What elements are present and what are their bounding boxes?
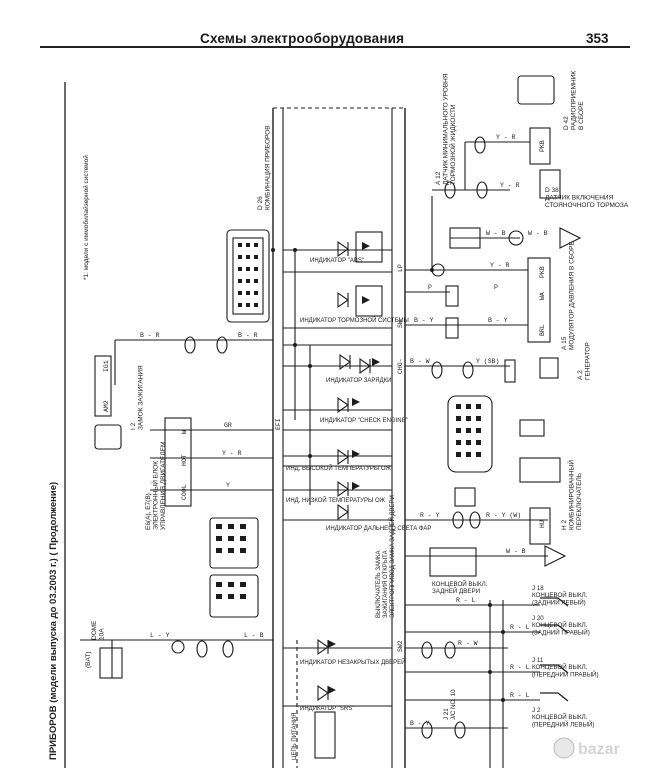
pin-pkb: PKB: [539, 266, 546, 278]
page-number: 353: [586, 31, 609, 46]
wire-p: P: [428, 284, 432, 291]
pin-ig1: IG1: [103, 360, 110, 372]
pin-efi: EFI: [275, 418, 282, 430]
wire-b-r: B - R: [140, 332, 160, 339]
indicator-abs: ИНДИКАТОР "ABS": [310, 258, 364, 264]
wire-b-y: B - Y: [414, 317, 434, 324]
pin-lp: LP: [397, 264, 404, 272]
label-bat: (BAT): [85, 652, 92, 669]
indicator-check-engine: ИНДИКАТОР "CHECK ENGINE": [320, 418, 408, 424]
indicator-high-temp: ИНД. ВЫСОКОЙ ТЕМПЕРАТУРЫ ОЖ: [286, 464, 391, 472]
wire-y-r-mid: Y - R: [500, 182, 520, 189]
pin-hot: HOT: [181, 454, 188, 466]
wire-gr: GR: [224, 422, 232, 429]
wire-b-y-bottom: B - Y: [410, 720, 430, 727]
pin-brl: BRL: [539, 324, 546, 336]
wire-l-y: L - Y: [150, 632, 170, 639]
label-d26: D 26КОМБИНАЦИЯ ПРИБОРОВ: [257, 125, 271, 210]
wire-r-y-w: R - Y (W): [486, 512, 521, 519]
wire-r-l: R - L: [456, 597, 476, 604]
pin-am2: AM2: [103, 400, 110, 412]
indicator-low-temp: ИНД. НИЗКОЙ ТЕМПЕРАТУРЫ ОЖ: [286, 496, 385, 504]
label-d42: D 42РАДИОПРИЕМНИКВ СБОРЕ: [563, 71, 585, 130]
header-rule: [40, 46, 630, 48]
wire-b-w: B - W: [410, 358, 430, 365]
wire-y-r: Y - R: [222, 450, 242, 457]
page-title: Схемы электрооборудования: [200, 31, 405, 46]
pin-sw2: SW2: [397, 640, 404, 652]
label-j21: J 21J/C NO. 10: [443, 689, 457, 720]
wire-w-b-door: W - B: [506, 548, 526, 555]
wire-r-y: R - Y: [420, 512, 440, 519]
pin-cool: COOL: [181, 484, 188, 500]
pin-hu: HU: [539, 520, 546, 528]
wire-b-y-2: B - Y: [488, 317, 508, 324]
wire-r-w: R - W: [458, 640, 478, 647]
indicator-srs: ИНДИКАТОР "SRS": [300, 706, 354, 712]
footnote: *1: модели с иммобилайзерной системой: [82, 155, 90, 280]
left-caption: ПРИБОРОВ (модели выпуска до 03.2003 г.) …: [48, 482, 59, 760]
watermark-logo: bazar: [553, 737, 620, 759]
label-i2: I 2ЗАМОК ЗАЖИГАНИЯ: [130, 365, 144, 430]
wire-r-l-3: R - L: [510, 664, 530, 671]
label-lock-switch: ВЫКЛЮЧАТЕЛЬ ЗАМКАЗАЖИГАНИЯ ОТКРЫТАЭЛЕКТР…: [376, 495, 396, 618]
indicator-high-beam: ИНДИКАТОР ДАЛЬНЕГО СВЕТА ФАР: [326, 526, 431, 532]
label-ecu: Е6(A), E7(B)ЭЛЕКТРОННЫЙ БЛОКУПРАВЛЕНИЯ Д…: [145, 442, 167, 530]
indicator-power: ЦЕПЬ ПИТАНИЯ: [292, 713, 298, 760]
indicator-door: ИНДИКАТОР НЕЗАКРЫТЫХ ДВЕРЕЙ: [300, 658, 405, 666]
wire-y-r-right: Y - R: [490, 262, 510, 269]
label-a12: А 12ДАТЧИК МИНИМАЛЬНОГО УРОВНЯТОРМОЗНОЙ …: [435, 73, 457, 185]
wire-b-r-2: B - R: [238, 332, 258, 339]
label-a2: А 2ГЕНЕРАТОР: [577, 342, 591, 380]
wire-l-b: L - B: [244, 632, 264, 639]
pin-pkb-2: PKB: [539, 140, 546, 152]
label-h2: H 2КОМБИНИРОВАННЫЙПЕРЕКЛЮЧАТЕЛЬ: [561, 460, 583, 530]
wire-w-b-2: W - B: [528, 230, 548, 237]
pin-chg: CHG-: [397, 358, 404, 374]
wire-p-2: P: [494, 284, 498, 291]
wire-y-sb: Y (SB): [476, 358, 499, 365]
svg-text:bazar: bazar: [578, 741, 620, 758]
label-rear-door: КОНЦЕВОЙ ВЫКЛ.ЗАДНЕЙ ДВЕРИ: [432, 580, 488, 595]
wire-w-b: W - B: [486, 230, 506, 237]
pin-w: W: [181, 430, 188, 434]
pin-sw: SW: [397, 320, 404, 328]
indicator-brake: ИНДИКАТОР ТОРМОЗНОЙ СИСТЕМЫ: [300, 316, 409, 324]
wire-r-l-4: R - L: [510, 692, 530, 699]
label-fuse: DOME10А: [91, 620, 105, 640]
wire-y-r-top: Y - R: [496, 134, 516, 141]
indicator-charge: ИНДИКАТОР ЗАРЯДКИ: [326, 378, 391, 384]
pin-wa: WA: [539, 292, 546, 300]
label-a15: А 15МОДУЛЯТОР ДАВЛЕНИЯ В СБОРЕ: [561, 241, 575, 350]
wire-r-l-2: R - L: [510, 624, 530, 631]
wire-y: Y: [226, 482, 230, 489]
